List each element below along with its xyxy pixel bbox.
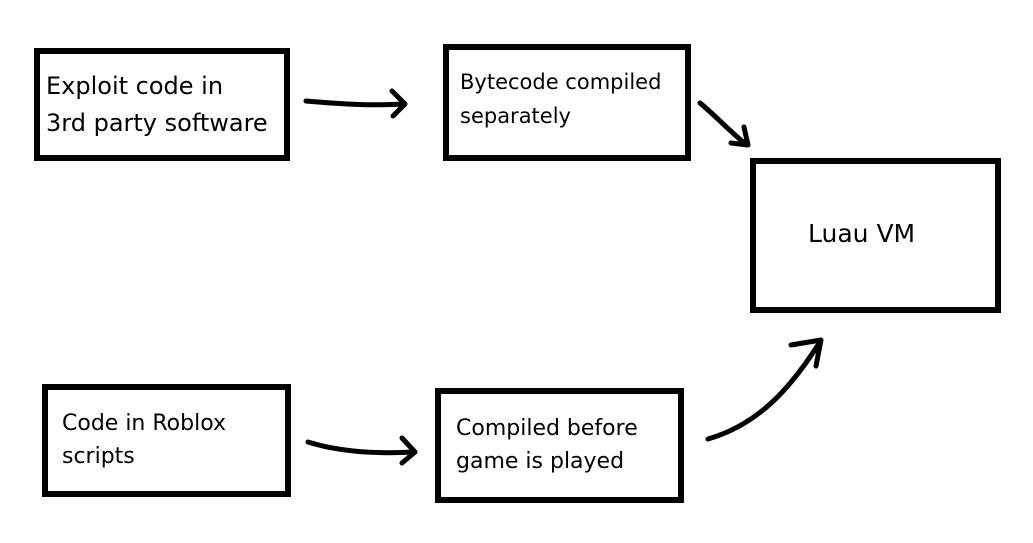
exploit-code-label: Exploit code in 3rd party software [46, 72, 268, 138]
bytecode-compiled-label: Bytecode compiled separately [460, 70, 662, 128]
compiled-before-box: Compiled before game is played [435, 388, 684, 503]
arrow-exploit-to-bytecode [303, 88, 408, 119]
bytecode-compiled-box: Bytecode compiled separately [443, 44, 691, 161]
roblox-scripts-box: Code in Roblox scripts [42, 384, 291, 497]
luau-vm-label: Luau VM [808, 219, 916, 248]
luau-vm-box: Luau VM [750, 158, 1001, 313]
exploit-code-box: Exploit code in 3rd party software [34, 48, 290, 161]
arrow-compiled-to-luau [705, 337, 824, 442]
arrow-bytecode-to-luau [697, 100, 751, 148]
compiled-before-label: Compiled before game is played [456, 416, 638, 474]
roblox-scripts-label: Code in Roblox scripts [62, 411, 227, 469]
arrow-roblox-to-compiled [305, 435, 418, 466]
